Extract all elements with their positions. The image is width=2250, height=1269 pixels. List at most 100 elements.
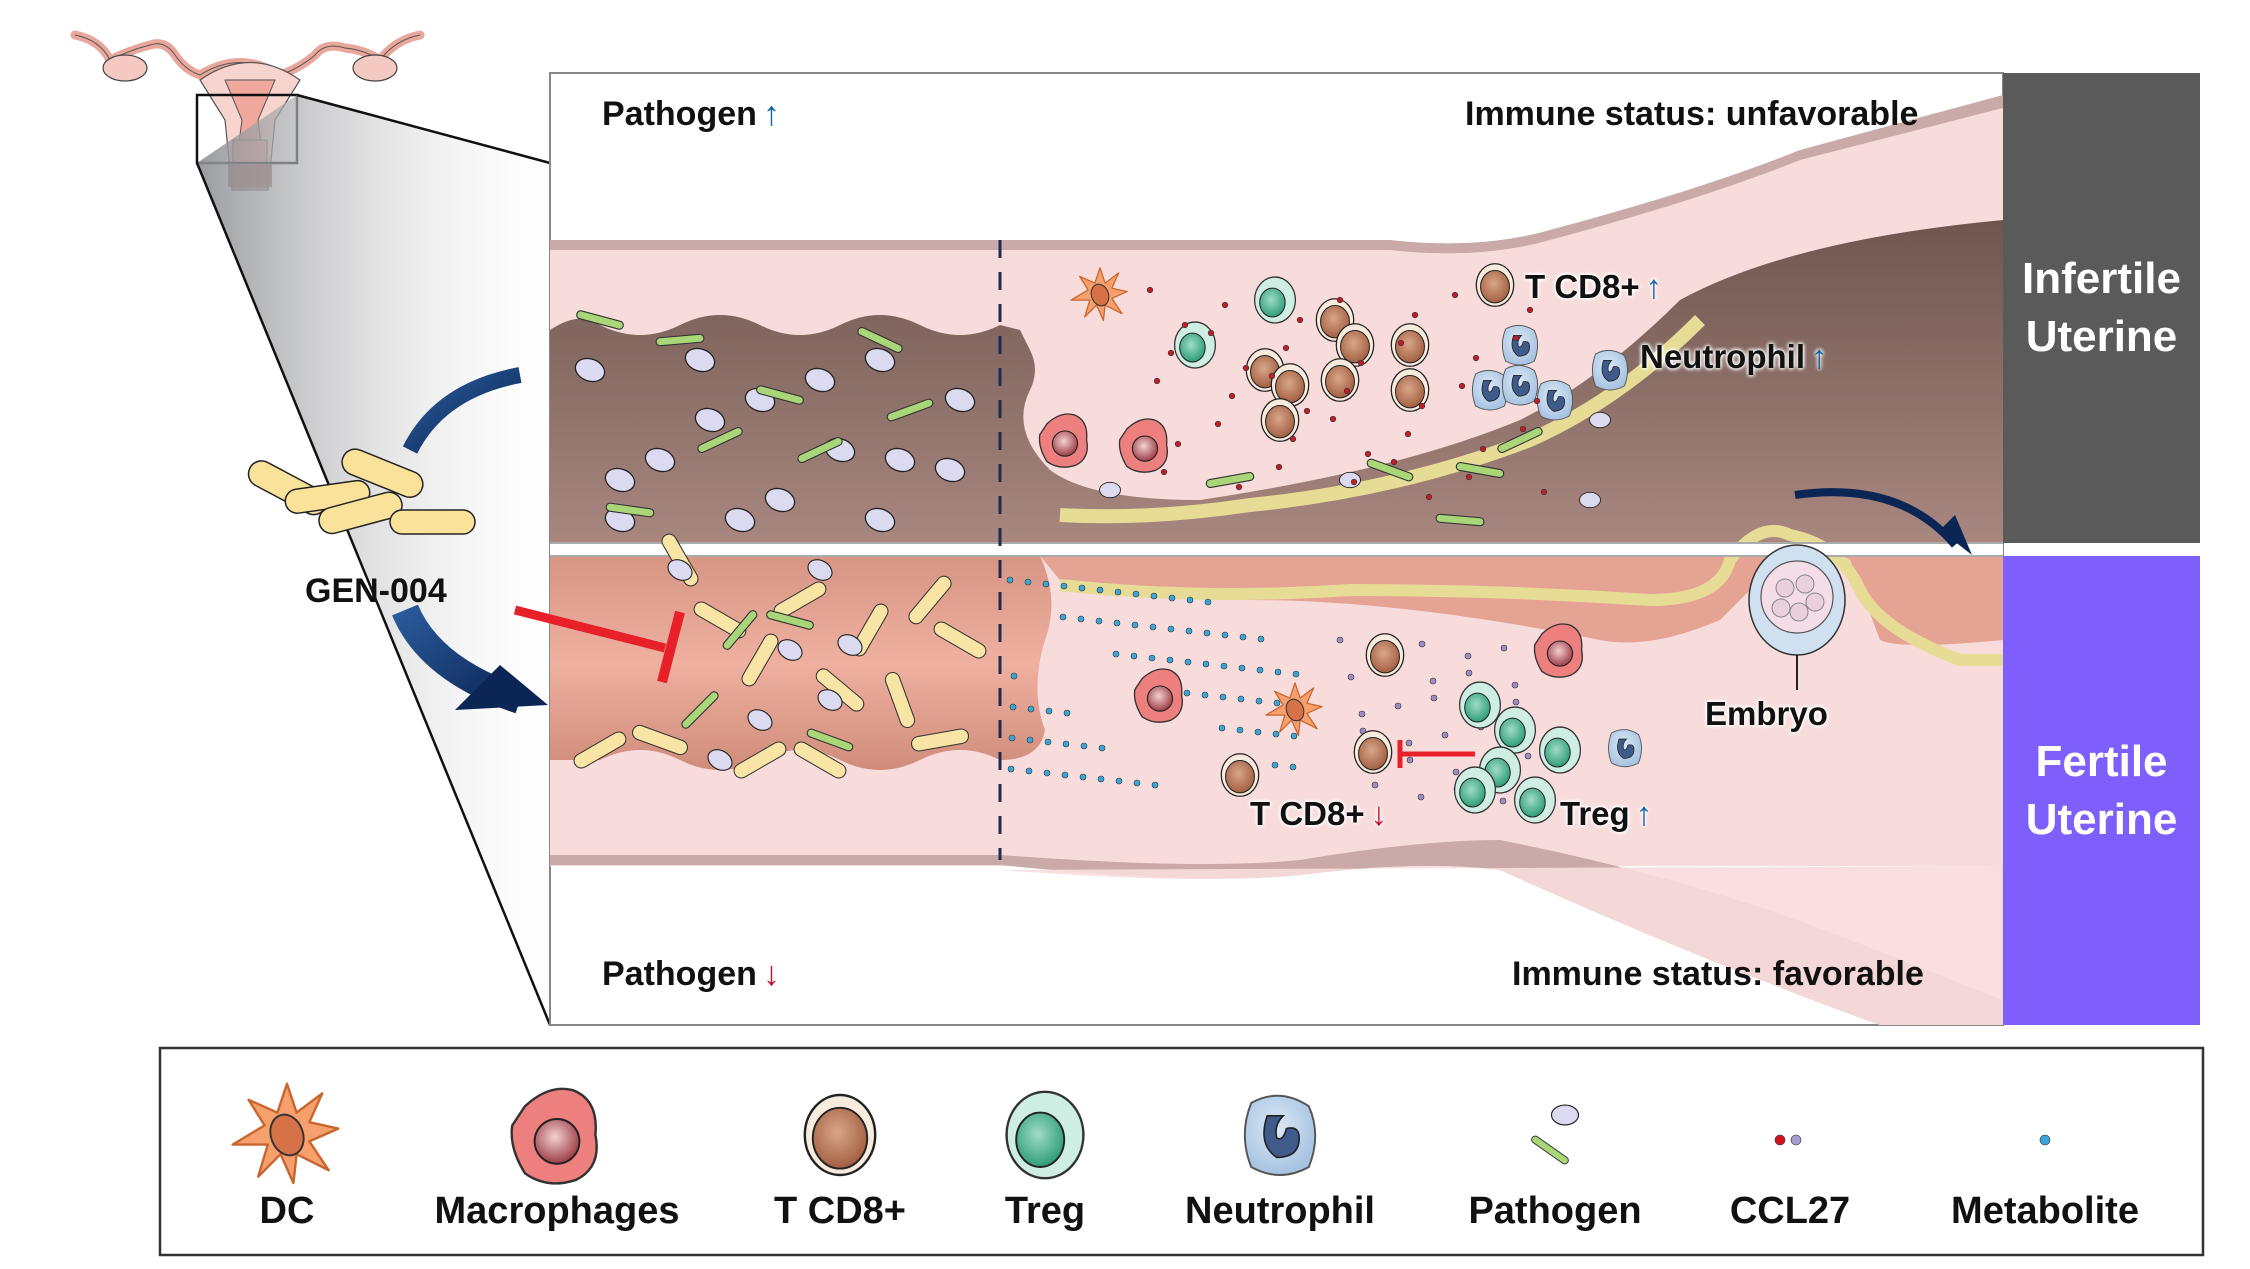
metabolite-dot [1114,588,1122,596]
ccl27-dot [1512,698,1520,706]
ccl27-dot [1153,377,1161,385]
ccl27-dot [1500,644,1508,652]
metabolite-dot [1080,742,1088,750]
ccl27-dot [1511,681,1519,689]
metabolite-dot [1151,781,1159,789]
treg-cell-icon [1513,776,1557,824]
neutrophil-icon [1243,1094,1317,1176]
upper-tcd8-label: T CD8+↑ [1525,268,1663,305]
ccl27-dot [1397,339,1405,347]
arrow-up-icon: ↑ [1635,795,1653,832]
metabolite-dot [1148,654,1156,662]
ccl27-dot [1479,445,1487,453]
ccl27-dot [1364,450,1372,458]
t-cd8-cell-icon [1475,263,1515,307]
metabolite-dot [1274,668,1282,676]
metabolite-dot [1255,697,1263,705]
metabolite-dot [1201,691,1209,699]
ccl27-dot [1526,306,1534,314]
ccl27-dot [1303,407,1311,415]
ccl27-dot [1336,296,1344,304]
infertile-label-box [2003,73,2200,543]
ccl27-dot [1465,669,1473,677]
zoom-projection [197,95,550,1025]
metabolite-dot [1186,596,1194,604]
metabolite-dot [1063,709,1071,717]
legend-label-ccl27: CCL27 [1729,1190,1851,1232]
legend-label-macrophages: Macrophages [434,1190,680,1232]
ccl27-dot [1207,329,1215,337]
metabolite-dot [1167,625,1175,633]
ccl27-dot [1464,652,1472,660]
metabolite-dot [1236,726,1244,734]
bacteria-lower [570,530,1543,805]
gen-004-bacteria-icon [247,448,476,535]
pathogen-icon [1339,471,1361,489]
ccl27-dot [1465,473,1473,481]
t-cd8-cell-icon [1320,358,1360,402]
ccl27-dot [1524,752,1532,760]
metabolite-dot [1025,767,1033,775]
metabolite-dot [1290,732,1298,740]
ccl27-dot [1472,354,1480,362]
pathogen-icon [1589,411,1611,429]
ccl27-icon [1774,1134,1786,1146]
ccl27-dot [1275,463,1283,471]
ccl27-dot [1347,673,1355,681]
treg-cell-icon [1005,1090,1085,1180]
metabolite-dot [1237,695,1245,703]
ccl27-dot [1394,702,1402,710]
ccl27-dot [1533,397,1541,405]
upper-neutrophil-label: Neutrophil↑ [1640,338,1828,375]
metabolite-dot [1059,613,1067,621]
neutrophil-icon [1536,379,1574,421]
metabolite-dot [1203,629,1211,637]
ccl27-dot [1242,364,1250,372]
metabolite-dot [1113,619,1121,627]
ccl27-dot [1429,677,1437,685]
t-cd8-cell-icon [1220,753,1260,797]
upper-immune-status: Immune status: unfavorable [1465,95,1919,133]
ccl27-dot [1174,440,1182,448]
neutrophil-icon [1608,729,1642,768]
ccl27-dot [1406,756,1414,764]
ccl27-dot [1329,415,1337,423]
metabolite-dot [1289,763,1297,771]
metabolite-dot [1006,576,1014,584]
legend-label-treg: Treg [1004,1190,1086,1232]
t-cd8-cell-icon [1365,633,1405,677]
ccl27-icon [1790,1134,1802,1146]
metabolite-dot [1133,779,1141,787]
metabolite-icon [2039,1134,2051,1146]
ccl27-dot [1418,640,1426,648]
embryo-label: Embryo [1705,695,1828,732]
metabolite-dot [1257,635,1265,643]
legend-label-pathogen: Pathogen [1468,1190,1642,1232]
ccl27-dot [1357,359,1365,367]
ccl27-dot [1235,483,1243,491]
inhibition-symbol [513,605,685,684]
ccl27-dot [1228,392,1236,400]
ccl27-dot [1282,344,1290,352]
metabolite-dot [1166,656,1174,664]
treg-cell-icon [1458,681,1502,729]
ccl27-dot [1425,493,1433,501]
ccl27-dot [1418,402,1426,410]
gen-004-label: GEN-004 [305,572,447,610]
metabolite-dot [1098,744,1106,752]
ccl27-dot [1452,768,1460,776]
lower-tcd8-label: T CD8+↓ [1250,795,1388,832]
t-cd8-cell-icon [1353,730,1393,774]
metabolite-dot [1238,664,1246,672]
treg-cell-icon [1493,706,1537,754]
metabolite-dot [1097,775,1105,783]
arrow-up-icon: ↑ [1645,268,1663,305]
treg-cell-icon [1538,726,1582,774]
arrow-down-icon: ↓ [762,955,780,993]
ccl27-dot [1540,488,1548,496]
treg-inhibition-symbol [1397,740,1475,768]
metabolite-dot [1273,699,1281,707]
ccl27-dot [1430,694,1438,702]
metabolite-dot [1061,771,1069,779]
